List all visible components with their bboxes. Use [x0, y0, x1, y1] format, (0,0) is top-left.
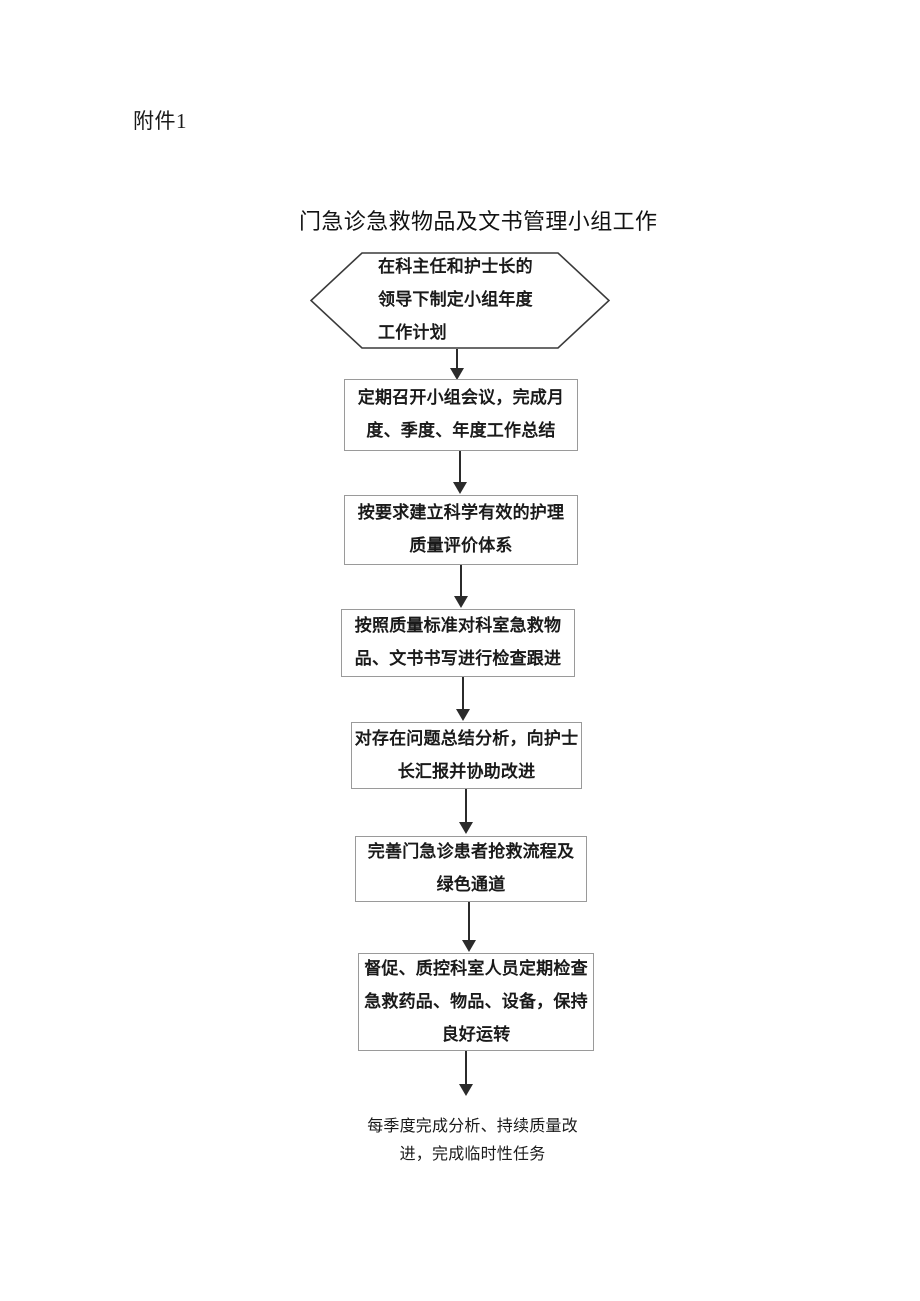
page-title: 门急诊急救物品及文书管理小组工作 — [299, 209, 658, 234]
connector-arrow-3 — [454, 565, 468, 609]
flow-node-line: 工作计划 — [378, 323, 447, 343]
flow-node-line: 良好运转 — [441, 1024, 511, 1045]
flow-node-inspection: 按照质量标准对科室急救物 品、文书书写进行检查跟进 — [341, 609, 575, 677]
flow-node-line: 按要求建立科学有效的护理 — [357, 503, 565, 523]
flow-node-quarterly-analysis: 每季度完成分析、持续质量改 进，完成临时性任务 — [355, 1112, 590, 1168]
flow-node-line: 按照质量标准对科室急救物 — [354, 616, 562, 636]
flow-node-line: 督促、质控科室人员定期检查 — [364, 958, 588, 979]
connector-arrow-1 — [450, 349, 464, 380]
flow-node-annual-plan: 在科主任和护士长的 领导下制定小组年度 工作计划 — [310, 252, 610, 349]
flow-node-meetings-summary: 定期召开小组会议，完成月 度、季度、年度工作总结 — [344, 379, 578, 451]
flow-node-line: 每季度完成分析、持续质量改 — [367, 1116, 578, 1135]
flow-node-line: 长汇报并协助改进 — [397, 761, 536, 782]
flow-node-annual-plan-text: 在科主任和护士长的 领导下制定小组年度 工作计划 — [378, 251, 610, 350]
connector-arrow-2 — [453, 451, 467, 495]
flow-node-report-improve: 对存在问题总结分析，向护士 长汇报并协助改进 — [351, 722, 582, 789]
flow-node-quality-system: 按要求建立科学有效的护理 质量评价体系 — [344, 495, 578, 565]
flow-node-line: 定期召开小组会议，完成月 — [357, 388, 565, 408]
flow-node-line: 进，完成临时性任务 — [399, 1144, 546, 1163]
flow-node-line: 对存在问题总结分析，向护士 — [354, 728, 579, 749]
hexagon-shape-icon — [310, 252, 610, 349]
flow-node-line: 绿色通道 — [436, 875, 506, 895]
flow-node-line: 品、文书书写进行检查跟进 — [354, 649, 562, 669]
flow-node-rescue-process: 完善门急诊患者抢救流程及 绿色通道 — [355, 836, 587, 902]
connector-arrow-5 — [459, 789, 473, 835]
connector-arrow-7 — [459, 1051, 473, 1097]
flow-node-line: 领导下制定小组年度 — [378, 290, 533, 310]
flow-node-line: 急救药品、物品、设备，保持 — [364, 991, 588, 1012]
flow-node-line: 质量评价体系 — [409, 536, 513, 556]
attachment-label: 附件1 — [133, 109, 187, 133]
flow-node-line: 完善门急诊患者抢救流程及 — [367, 842, 575, 862]
connector-arrow-4 — [456, 677, 470, 722]
flow-node-line: 在科主任和护士长的 — [378, 257, 533, 277]
connector-arrow-6 — [462, 902, 476, 953]
flow-node-line: 度、季度、年度工作总结 — [366, 421, 556, 441]
flow-node-supervise-equipment: 督促、质控科室人员定期检查 急救药品、物品、设备，保持 良好运转 — [358, 953, 594, 1051]
